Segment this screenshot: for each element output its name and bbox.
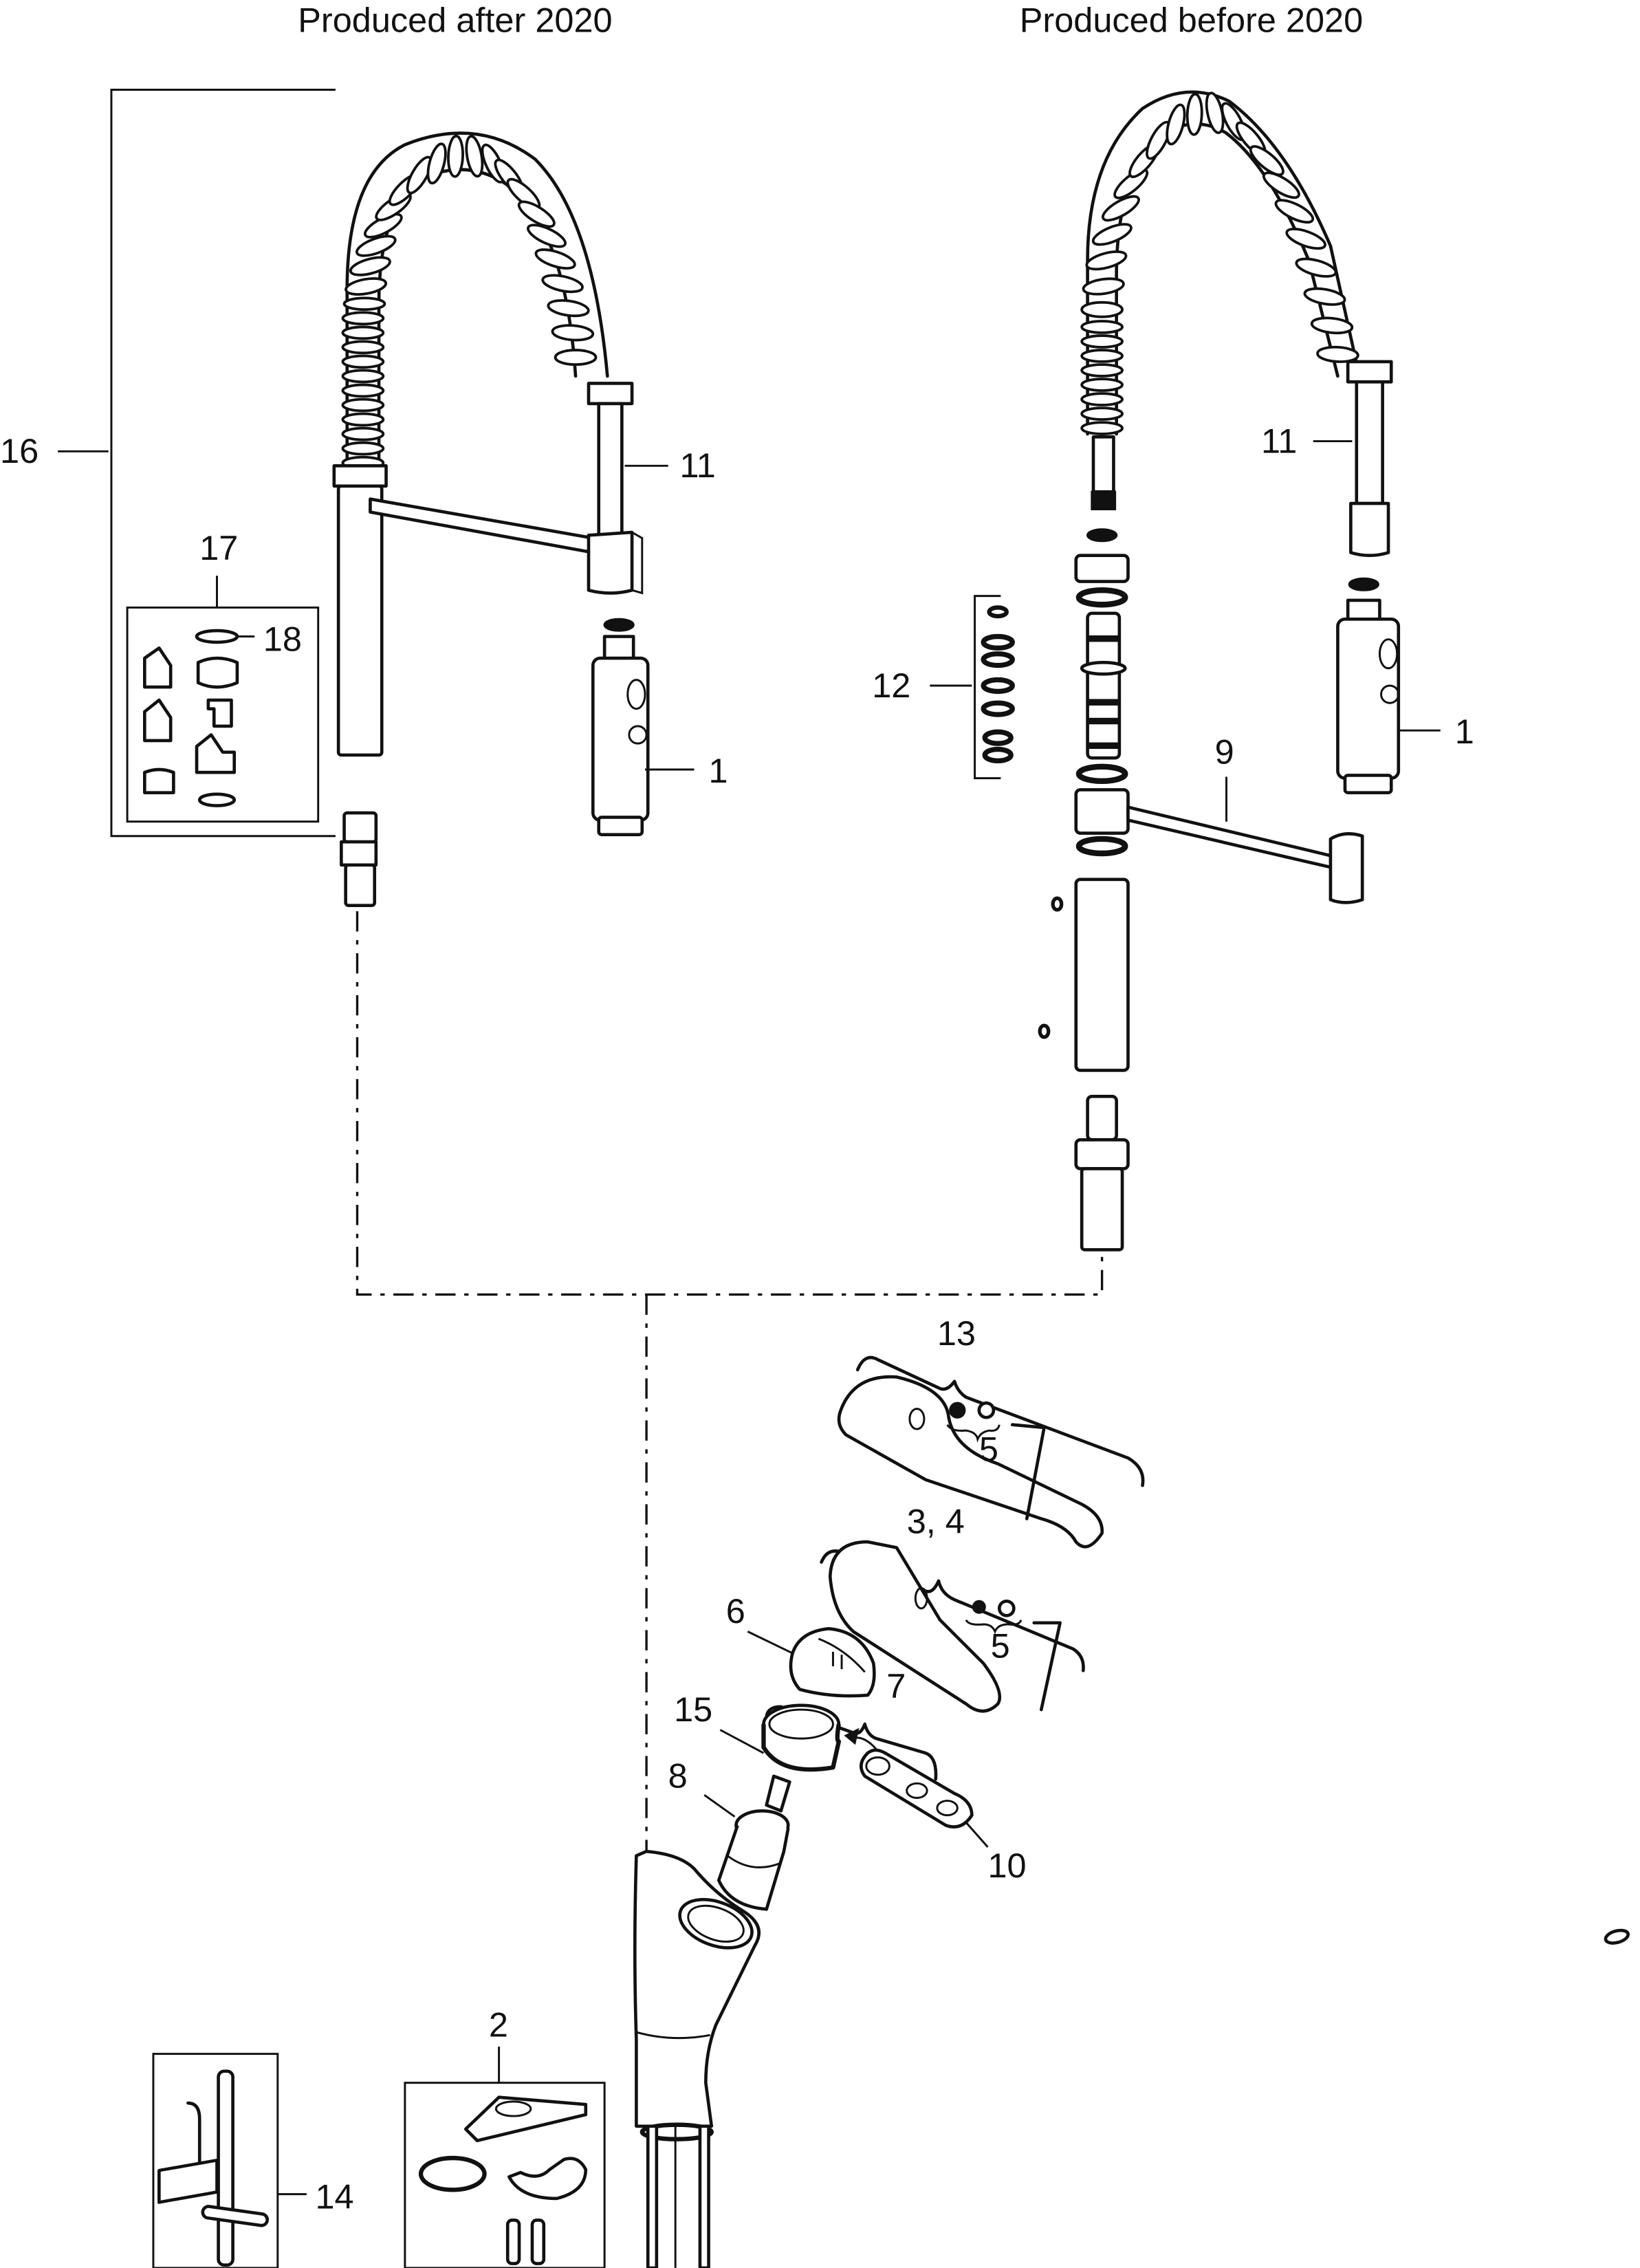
stud-2	[530, 2218, 546, 2265]
spout-tube	[336, 484, 384, 757]
callout-13: 13	[937, 1313, 976, 1353]
spring-coil-left	[341, 131, 609, 472]
callout-5-upper: 5	[979, 1429, 998, 1468]
shower-holder-right	[1329, 832, 1364, 904]
swivel-arm-9	[1126, 805, 1335, 870]
hex-key-upper	[1010, 1423, 1046, 1520]
long-lever-handle-13: 13 5	[837, 1313, 1145, 1549]
callout-8: 8	[668, 1756, 688, 1796]
gasket-ring	[418, 2155, 487, 2192]
hand-shower-right	[1336, 598, 1401, 794]
stray-set-screw-mark	[1604, 1928, 1630, 1945]
callout-17: 17	[199, 528, 238, 567]
bracket-7	[765, 1705, 938, 1781]
callout-1-right: 1	[1455, 712, 1474, 751]
faucet-body	[633, 1849, 761, 2268]
bracket-16	[110, 89, 336, 838]
o-ring-set-12	[981, 605, 1015, 764]
long-lever-body	[837, 1375, 1104, 1549]
supply-hose-left	[646, 2124, 659, 2268]
hose-collar	[587, 382, 634, 406]
bracket-13	[855, 1355, 1145, 1487]
hose-11-left	[597, 402, 624, 538]
o-ring-18	[195, 629, 239, 644]
lever-handle-3-4: 3, 4 5	[820, 1501, 1085, 1713]
hose-thread	[1091, 490, 1117, 511]
cartridge-nut-15	[761, 1703, 841, 1772]
callout-16: 16	[0, 431, 39, 470]
hose-11-right	[1355, 380, 1384, 505]
fixing-kit-14: 14	[152, 2053, 354, 2268]
callout-15: 15	[674, 1690, 712, 1729]
temperature-limiter-10	[860, 1748, 974, 1829]
header-produced-after-2020: Produced after 2020	[298, 0, 612, 39]
swivel-connector	[1080, 611, 1127, 760]
hose-adapter	[340, 811, 378, 908]
adapter-clip-set-box	[126, 606, 320, 823]
swivel-hub	[1074, 788, 1130, 835]
callout-3-4: 3, 4	[907, 1501, 965, 1540]
callout-10: 10	[987, 1846, 1026, 1885]
hose-collar-right	[1346, 360, 1393, 384]
clip-6	[143, 767, 175, 794]
spring-coil-right	[1080, 90, 1362, 436]
washer-left	[603, 618, 635, 632]
clip-2	[196, 656, 239, 689]
hose-fitting	[1091, 435, 1115, 494]
o-ring-small	[197, 792, 237, 807]
callout-18: 18	[263, 620, 302, 659]
spring-spout-assembly-before-2020: 11 12 9	[872, 90, 1474, 1252]
stud-1	[505, 2218, 521, 2265]
mounting-kit-2: 2	[404, 2005, 606, 2268]
clip-5	[195, 733, 237, 774]
callout-5-lower: 5	[991, 1626, 1010, 1665]
callout-12: 12	[872, 666, 910, 705]
threaded-nipple	[1074, 1095, 1130, 1252]
cartridge-set-7: 7 15 10	[674, 1666, 1027, 1885]
clip-parts: 18	[143, 620, 302, 807]
clip-3	[143, 698, 173, 743]
callout-6: 6	[726, 1591, 745, 1631]
cartridge-8: 8	[668, 1756, 791, 1911]
clip-1	[143, 646, 173, 689]
hex-key-lower	[1032, 1621, 1062, 1712]
callout-1-left: 1	[709, 751, 728, 790]
bracket-3-4	[820, 1549, 1085, 1672]
clip-4	[206, 698, 233, 728]
spacer-ring	[1074, 554, 1130, 583]
supply-hose-right	[698, 2124, 710, 2268]
spout-collar	[332, 464, 388, 488]
cartridge-cover-6: 6	[726, 1591, 876, 1698]
callout-7: 7	[886, 1666, 906, 1705]
spring-spout-assembly-after-2020: 16	[0, 89, 728, 908]
swivel-arm	[369, 497, 595, 554]
assembly-connection-lines	[356, 911, 1104, 1852]
spout-tube-right	[1074, 877, 1130, 1072]
shower-holder-left	[587, 530, 634, 595]
callout-2: 2	[489, 2005, 508, 2044]
callout-14: 14	[315, 2177, 353, 2216]
callout-11-left: 11	[679, 446, 715, 485]
bracket-12	[974, 595, 1001, 780]
callout-9: 9	[1215, 732, 1234, 772]
horseshoe-washer	[507, 2157, 588, 2201]
hand-shower-left	[591, 635, 650, 836]
header-produced-before-2020: Produced before 2020	[1020, 0, 1363, 39]
callout-11-right: 11	[1261, 421, 1297, 460]
